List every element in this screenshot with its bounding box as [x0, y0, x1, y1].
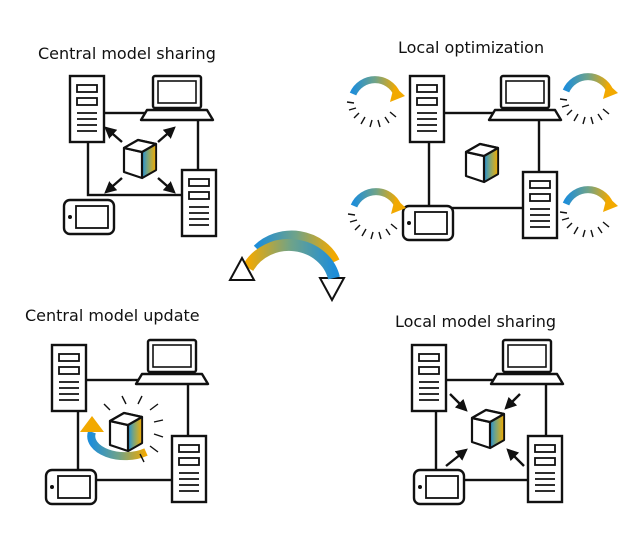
update-arc [87, 430, 148, 461]
model-cube-icon [108, 411, 144, 453]
panel-central-model-sharing [62, 74, 218, 238]
server-icon [180, 168, 218, 238]
laptop-icon [487, 74, 563, 122]
label-local-optimization: Local optimization [398, 38, 545, 57]
server-icon [410, 343, 448, 413]
server-icon [408, 74, 446, 144]
local-share-arrows [445, 393, 525, 467]
model-cube-icon [470, 408, 506, 450]
server-icon [170, 434, 208, 504]
laptop-icon [139, 74, 215, 122]
update-arrow-icon [80, 416, 104, 432]
cycle-arrows-icon [228, 230, 346, 303]
spinner-arrow-icon [560, 190, 618, 237]
server-icon [526, 434, 564, 504]
spinner-arrow-icon [560, 77, 618, 124]
tablet-icon [62, 198, 116, 236]
label-central-model-update: Central model update [25, 306, 200, 325]
update-rays [103, 395, 164, 463]
panel-central-model-update [44, 338, 210, 506]
panel-local-model-sharing [410, 338, 565, 506]
model-cube-icon [122, 138, 158, 180]
share-arrows [104, 126, 176, 194]
tablet-icon [401, 204, 455, 242]
server-icon [50, 343, 88, 413]
laptop-icon [134, 338, 210, 386]
laptop-icon [489, 338, 565, 386]
server-icon [521, 170, 559, 240]
model-cube-icon [464, 142, 500, 184]
spinner-arrow-icon [347, 80, 405, 127]
label-local-model-sharing: Local model sharing [395, 312, 557, 331]
panel-local-optimization [347, 76, 618, 240]
server-icon [68, 74, 106, 144]
tablet-icon [412, 468, 466, 506]
spinner-arrow-icon [348, 192, 406, 239]
tablet-icon [44, 468, 98, 506]
label-central-model-sharing: Central model sharing [38, 44, 216, 63]
